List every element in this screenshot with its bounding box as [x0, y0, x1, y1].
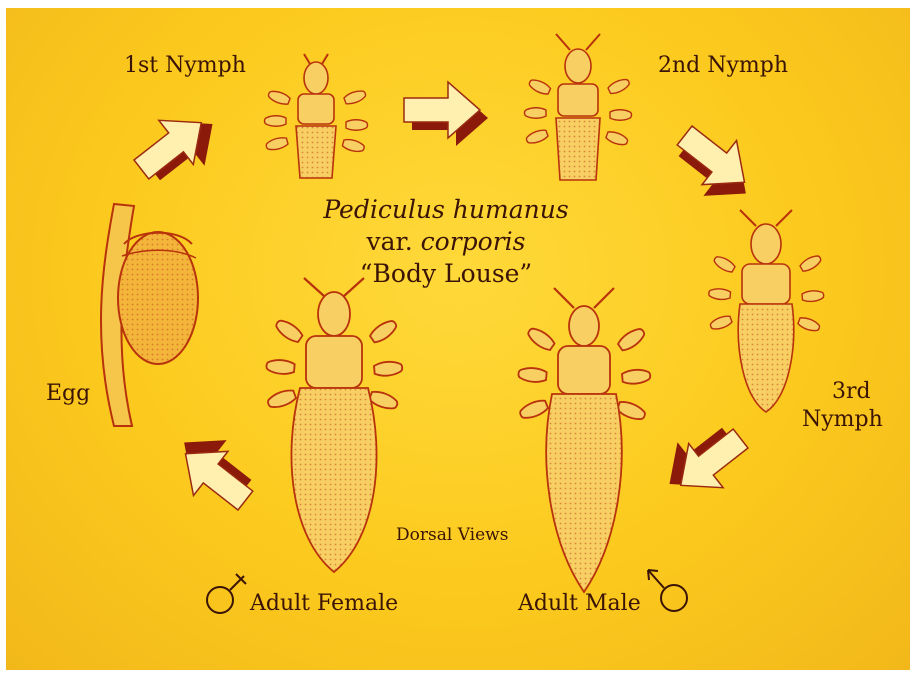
variety-name: corporis: [421, 227, 526, 256]
female-symbol-icon: [207, 574, 246, 613]
life-cycle-diagram: Pediculus humanus var. corporis “Body Lo…: [6, 8, 910, 670]
arrow-egg-to-nymph1: [124, 96, 230, 198]
label-adult-female: Adult Female: [250, 592, 398, 616]
arrow-nymph1-to-nymph2: [404, 82, 488, 146]
label-nymph3-line1: 3rd: [832, 380, 871, 404]
nymph1-illustration: [265, 54, 368, 178]
variety-prefix: var.: [367, 227, 413, 256]
adult-female-illustration: [266, 278, 403, 572]
nymph3-illustration: [708, 210, 824, 412]
adult-male-illustration: [518, 288, 651, 592]
diagram-title: Pediculus humanus var. corporis “Body Lo…: [296, 194, 596, 290]
common-name: “Body Louse”: [296, 258, 596, 290]
label-egg: Egg: [46, 382, 90, 406]
nymph2-illustration: [525, 34, 632, 180]
egg-illustration: [101, 204, 198, 426]
species-name: Pediculus humanus: [323, 195, 568, 224]
arrow-nymph2-to-nymph3: [662, 113, 768, 215]
arrow-female-to-egg: [162, 420, 268, 522]
arrow-nymph3-to-male: [652, 410, 758, 512]
label-adult-male: Adult Male: [518, 592, 641, 616]
label-nymph1: 1st Nymph: [124, 54, 246, 78]
label-nymph3-line2: Nymph: [802, 408, 883, 432]
label-nymph2: 2nd Nymph: [658, 54, 788, 78]
male-symbol-icon: [648, 570, 687, 611]
label-dorsal-views: Dorsal Views: [396, 526, 508, 545]
